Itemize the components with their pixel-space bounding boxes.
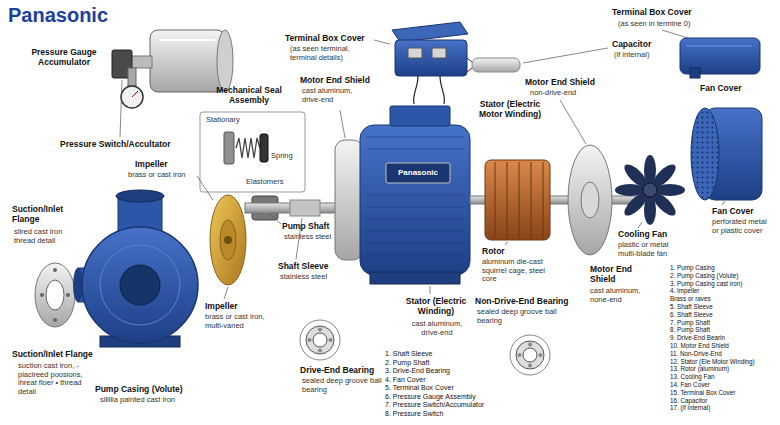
nameplate-text: Panasonic <box>386 168 450 177</box>
part-label: Mechanical Seal Assembly <box>203 86 295 106</box>
motor-body <box>335 106 470 284</box>
part-label: Non-Drive-End Bearing <box>475 297 569 307</box>
part-label: Pump Shaft <box>282 222 329 232</box>
impeller <box>210 195 246 285</box>
rotor <box>470 160 640 240</box>
fan-cover <box>691 108 762 200</box>
list-item: 11. Non-Drive-End <box>670 350 722 357</box>
part-note: Spring <box>271 152 293 161</box>
part-note: Stationary <box>206 116 240 125</box>
list-item: 1. Shaft Sleeve <box>385 350 432 358</box>
part-label: Fan Cover <box>712 207 754 217</box>
part-note: sealed deep groove ball bearing <box>477 308 557 325</box>
list-item: Brass or raves <box>670 295 711 302</box>
list-item: 2. Pump Casing (Volute) <box>670 272 738 279</box>
list-item: 3. Pump Casing cast iron) <box>670 280 742 287</box>
part-note: stainless steel <box>280 273 327 282</box>
part-label: Motor End Shield <box>590 265 646 285</box>
list-item: 5. Shaft Sleeve <box>670 303 713 310</box>
pump-casing <box>73 190 198 347</box>
part-note: non-drive-end <box>530 89 576 98</box>
list-item: 2. Pump Shaft <box>385 359 429 367</box>
list-item: 6. Pressure Gauge Assembly <box>385 393 476 401</box>
cooling-fan <box>615 155 685 225</box>
part-label: Rotor <box>482 247 505 257</box>
part-note: Elastomers <box>246 178 284 187</box>
list-item: 12. Stator (Ele Motor Winding) <box>670 358 755 365</box>
list-item: 8. Pump Shaft <box>670 326 710 333</box>
part-label: Terminal Box Cover <box>285 34 365 44</box>
end-shield <box>568 145 612 255</box>
part-label: Suction/Inlet Flange <box>12 350 93 360</box>
list-item: 13. Cooling Fan <box>670 373 714 380</box>
capacitor <box>467 58 520 72</box>
bearing-inset <box>300 320 340 360</box>
part-note: slired cast iron thread detail <box>14 228 80 245</box>
list-item: 3. Drive-End Bearing <box>385 367 450 375</box>
part-label: Impeller <box>135 160 168 170</box>
part-label: Motor End Shield <box>525 78 595 88</box>
part-label: Pump Casing (Volute) <box>95 385 183 395</box>
list-item: 1. Pump Casing <box>670 264 715 271</box>
list-item: 16. Capacitor <box>670 397 707 404</box>
suction-flange <box>35 263 75 327</box>
part-note: cast aluminum, none-end <box>590 287 648 304</box>
part-label: Pressure Switch/Accultator <box>60 140 171 150</box>
part-label: Motor End Shield <box>300 76 370 86</box>
part-label: Fan Cover <box>700 84 742 94</box>
list-item: 4. Fan Cover <box>385 376 425 384</box>
part-note: aluminum die-cast squirrel cage, steel c… <box>482 258 558 284</box>
list-item: 17. (if internal) <box>670 404 710 411</box>
part-note: suction cast iron, - placlreed poosions,… <box>18 362 86 397</box>
terminal-box-cover-small <box>680 38 760 78</box>
part-label: Cooling Fan <box>618 230 667 240</box>
part-note: silillia painted cast iron <box>100 396 175 405</box>
part-note: brass or cast iron <box>128 171 186 180</box>
part-note: plastic or metal multi-blade fan <box>618 241 676 258</box>
list-item: 13. Rotor (aluminum) <box>670 365 729 372</box>
accumulator <box>112 30 233 108</box>
brand-logo: Panasonic <box>8 4 108 27</box>
list-item: 15. Terminal Box Cover <box>670 389 735 396</box>
list-item: 8. Pressure Switch <box>385 410 443 418</box>
part-note: stainless steel <box>284 233 331 242</box>
part-note: (as seen in termine 0) <box>618 20 691 29</box>
terminal-box-cover <box>392 22 468 104</box>
pump-shaft <box>245 200 345 216</box>
list-item: 5. Terminal Box Cover <box>385 384 454 392</box>
part-label: Terminal Box Cover <box>612 8 692 18</box>
list-item: 9. Drive-End Bearin <box>670 334 725 341</box>
part-label: Shaft Sleeve <box>278 262 329 272</box>
part-label: Pressure Gauge Accumulator <box>22 48 106 68</box>
part-label: Suction/Inlet Flange <box>12 205 78 225</box>
leader-lines <box>120 30 725 299</box>
list-item: 7. Pressure Switch/Accumulator <box>385 401 484 409</box>
part-note: cast aluminum, drive-end <box>302 87 364 104</box>
bearing-inset <box>510 335 550 375</box>
list-item: 6. Shaft Sleeve <box>670 311 713 318</box>
part-note: cast aluminum, drive-end <box>404 320 470 337</box>
part-note: (if internal) <box>614 51 649 60</box>
part-label: Capacitor <box>612 40 651 50</box>
part-note: (as seen terminal, terminal details) <box>290 45 370 62</box>
list-item: 4. Impeller <box>670 287 699 294</box>
part-label: Drive-End Bearing <box>300 366 374 376</box>
list-item: 7. Pump Shaft <box>670 319 710 326</box>
part-label: Impeller <box>205 302 238 312</box>
part-note: perforated metal or plastic cover <box>712 218 774 235</box>
part-note: brass or cast iron, multi-vaned <box>205 313 279 330</box>
part-label: Stator (Electric Winding) <box>400 297 472 317</box>
part-label: Stator (Electric Motor Winding) <box>476 100 544 120</box>
list-item: 10. Motor End Shield <box>670 342 729 349</box>
part-note: sealed deep groove ball bearing <box>302 377 382 394</box>
list-item: 14. Fan Cover <box>670 381 710 388</box>
